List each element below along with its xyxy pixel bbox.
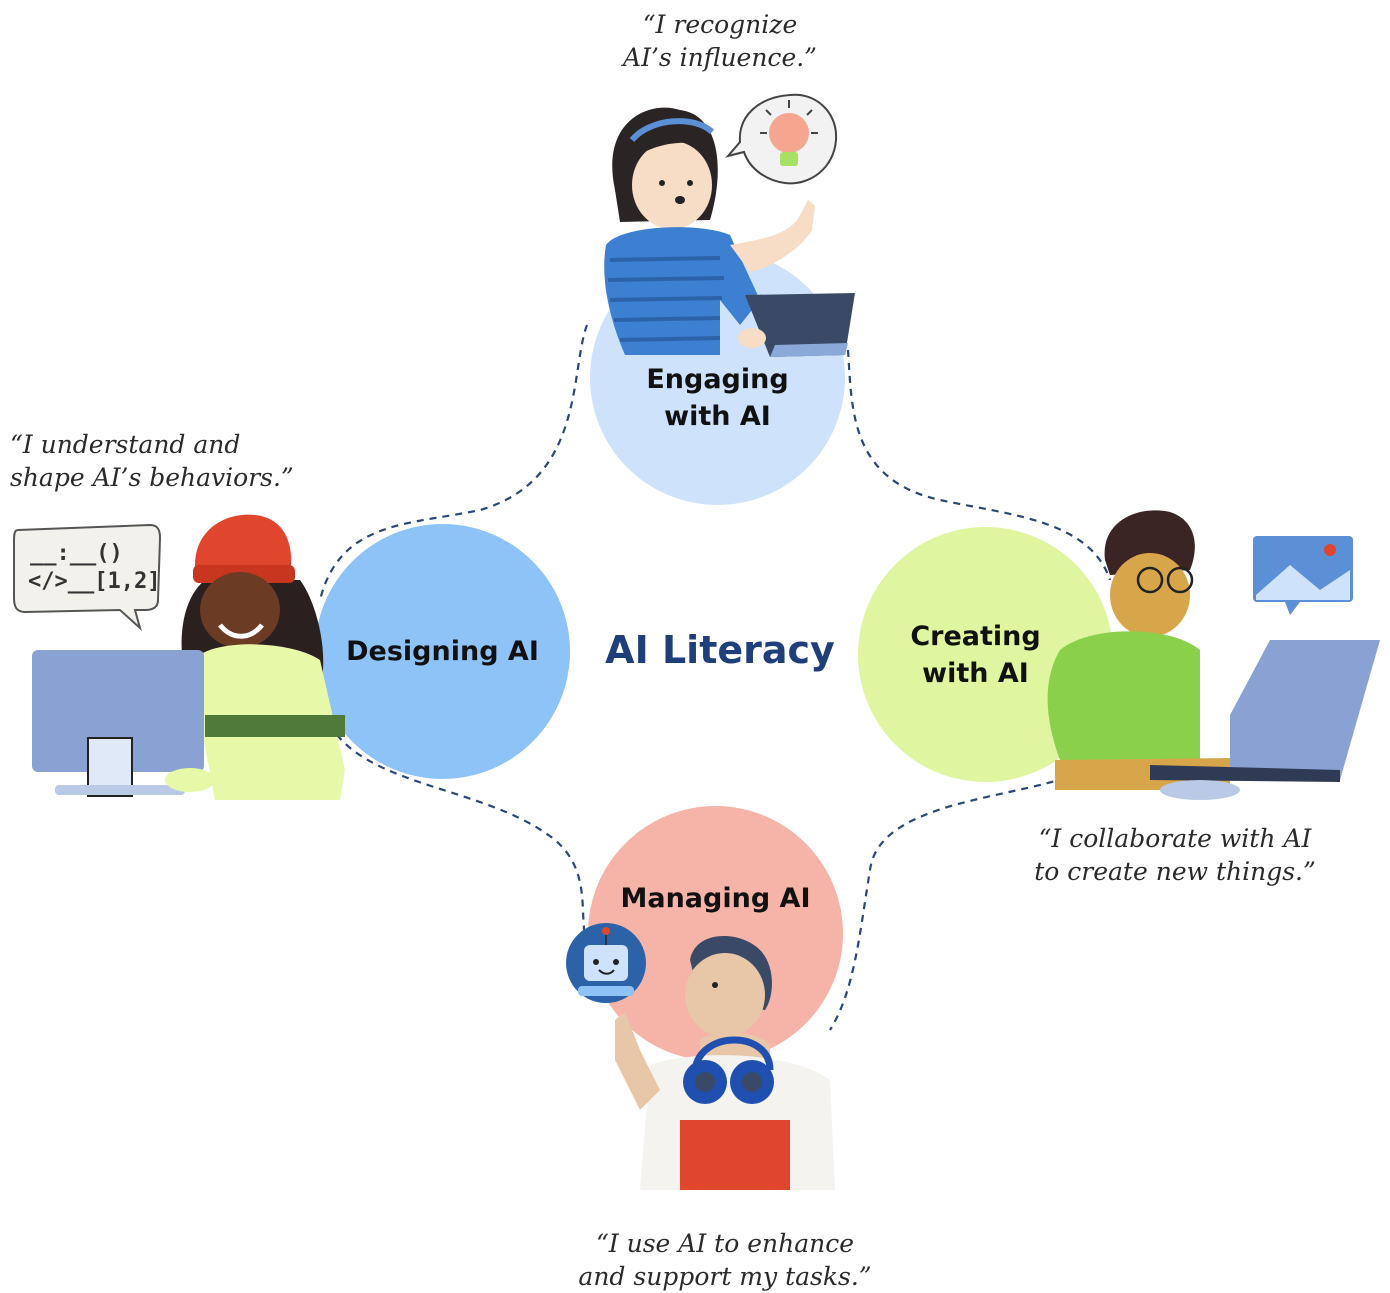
- engaging-person-illustration: [604, 107, 855, 357]
- code-line-1: __:__(): [30, 541, 123, 566]
- engaging-label-line-1: Engaging: [646, 363, 789, 395]
- creating-quote: “I collaborate with AI to create new thi…: [1034, 824, 1316, 886]
- code-bubble-icon: __:__() </>__[1,2]: [13, 523, 162, 632]
- creating-label-line-1: Creating: [910, 620, 1041, 652]
- designing-quote: “I understand and shape AI’s behaviors.”: [10, 430, 294, 492]
- managing-quote: “I use AI to enhance and support my task…: [578, 1229, 872, 1291]
- robot-icon: [566, 923, 646, 1003]
- managing-label: Managing AI: [620, 883, 811, 914]
- creating-label-line-2: with AI: [922, 657, 1029, 689]
- connector-path: [318, 324, 1112, 1031]
- designing-ai-circle: Designing AI: [315, 524, 570, 779]
- diagram-title: AI Literacy: [605, 628, 835, 672]
- designing-label: Designing AI: [346, 636, 539, 667]
- designing-person-illustration: [32, 514, 345, 800]
- managing-person-illustration: [615, 936, 835, 1190]
- code-line-2: </>__[1,2]: [28, 569, 160, 594]
- lightbulb-icon: [725, 93, 838, 185]
- creating-person-illustration: [1047, 510, 1380, 800]
- engaging-label-line-2: with AI: [664, 400, 771, 432]
- engaging-quote: “I recognize AI’s influence.”: [623, 10, 817, 72]
- image-bubble-icon: [1253, 536, 1353, 615]
